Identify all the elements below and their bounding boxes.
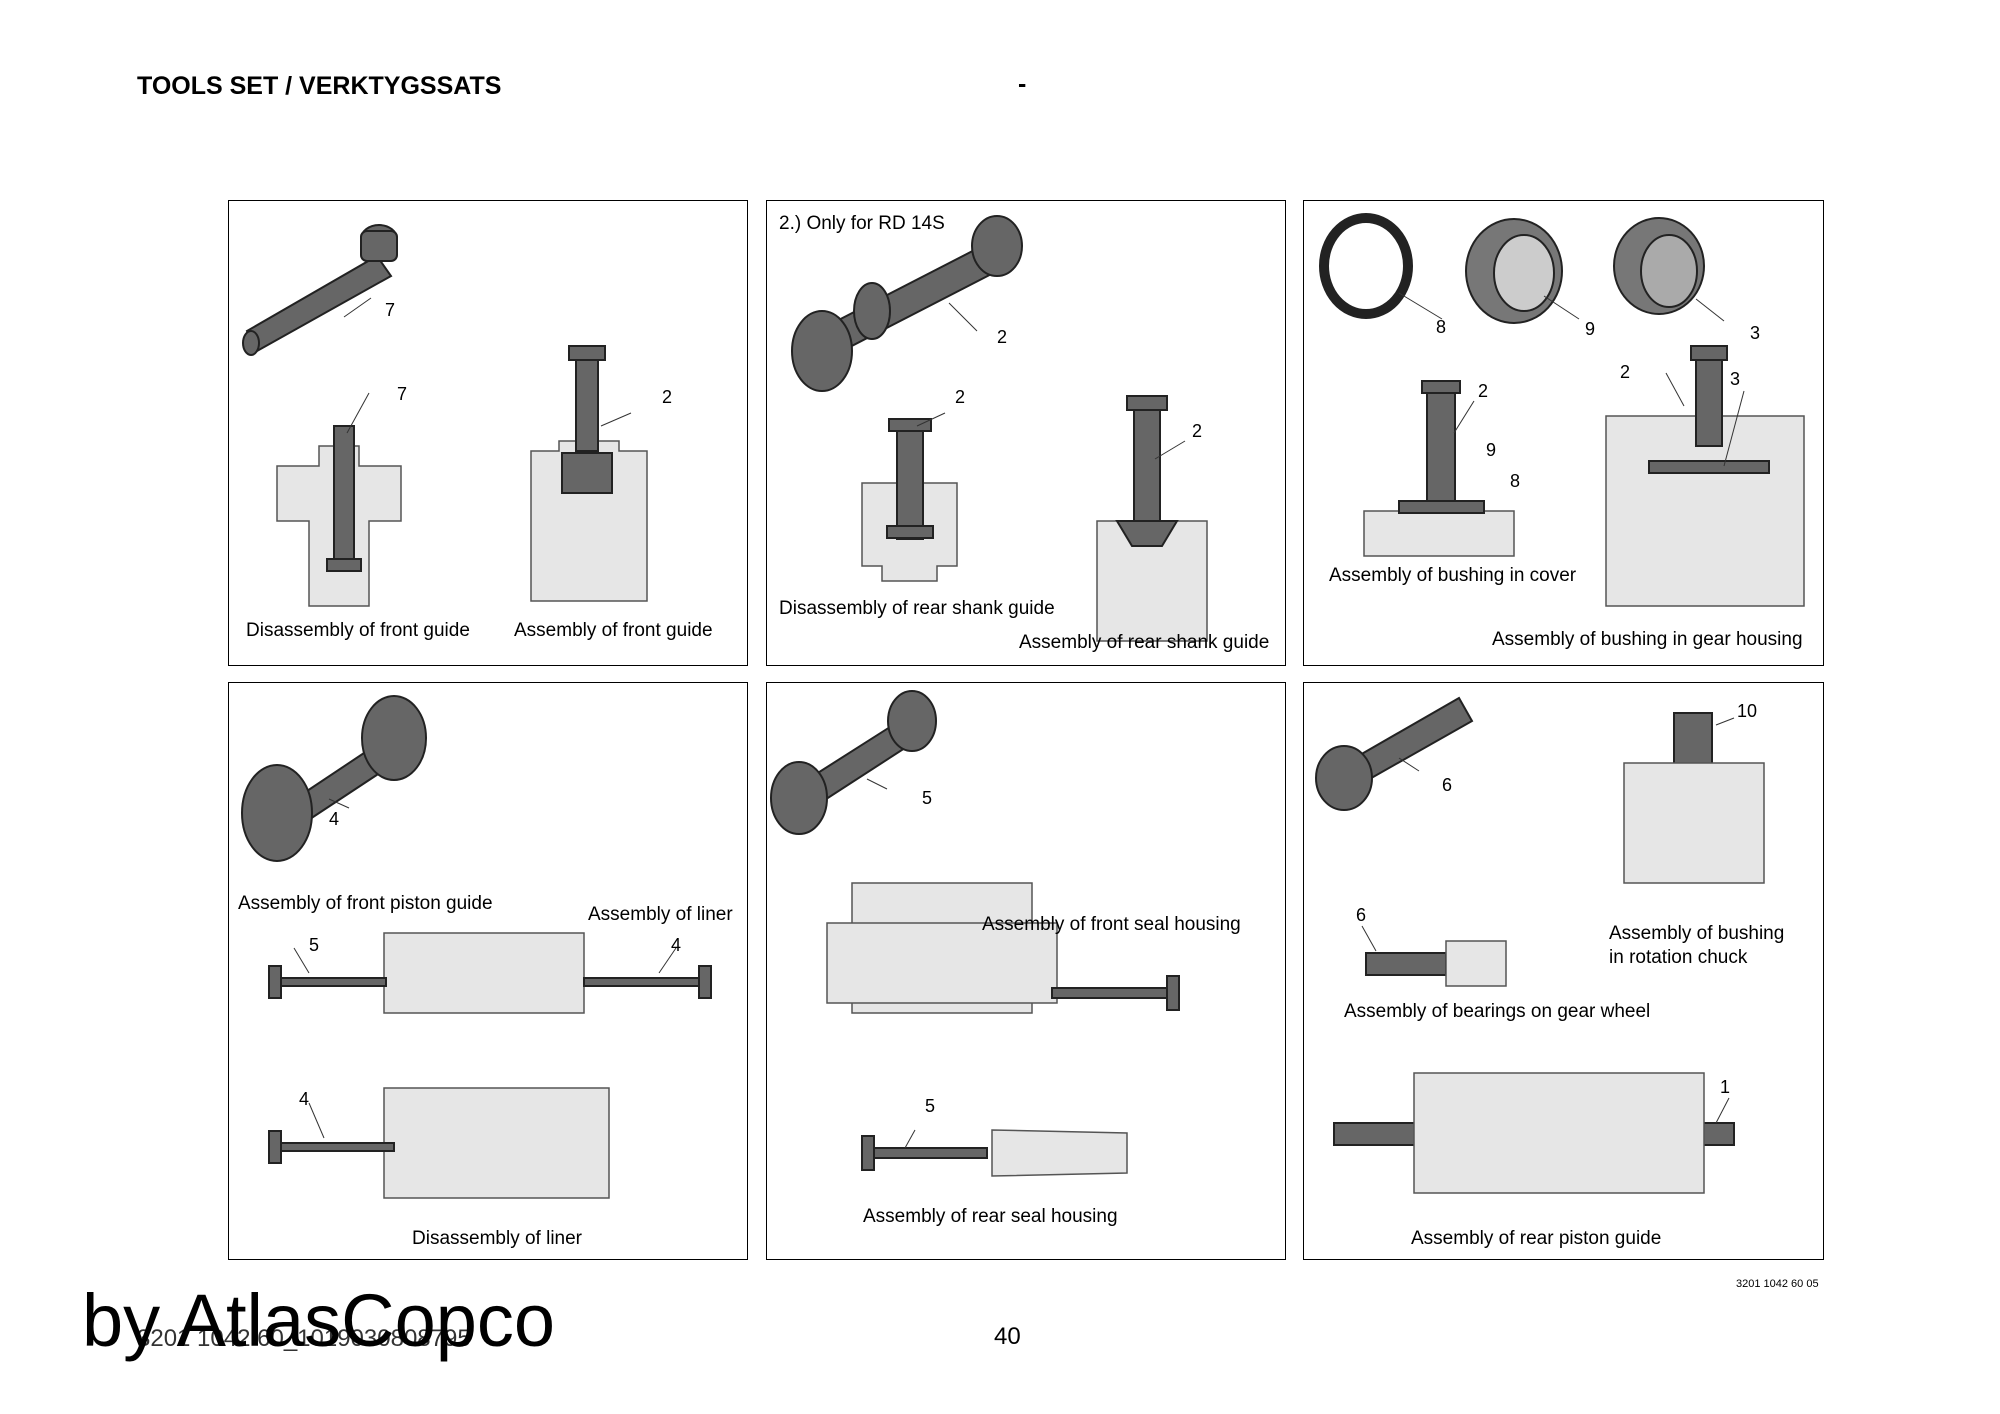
caption: in rotation chuck: [1609, 947, 1748, 968]
rear-shank-guide-illustration: [791, 215, 1208, 642]
document-title: TOOLS SET / VERKTYGSSATS: [137, 72, 502, 100]
watermark: by AtlasCopco: [82, 1279, 556, 1362]
part-label: 6: [1442, 775, 1453, 795]
part-label: 4: [299, 1089, 310, 1109]
part-label: 2: [1192, 421, 1203, 441]
part-label: 8: [1510, 471, 1521, 491]
document-id: 3201 1042 60_1019030808795: [137, 1325, 471, 1352]
seal-housing-illustration: [770, 690, 1180, 1177]
part-label: 6: [1356, 905, 1367, 925]
caption: Assembly of bushing: [1609, 923, 1785, 944]
panel-rear-shank-guide: 2.) Only for RD 14S 2 2 2 Disassembly of…: [766, 200, 1286, 666]
header-dash: -: [1018, 70, 1027, 98]
part-label: 9: [1486, 440, 1497, 460]
page-number: 40: [994, 1323, 1021, 1350]
caption: Disassembly of front guide: [246, 620, 470, 641]
rear-piston-guide-illustration: [1315, 696, 1765, 1194]
caption: Assembly of front seal housing: [982, 914, 1241, 935]
part-label: 5: [309, 935, 320, 955]
caption: Assembly of front piston guide: [238, 893, 493, 914]
part-label: 5: [922, 788, 933, 808]
part-label: 5: [925, 1096, 936, 1116]
part-label: 7: [385, 300, 396, 320]
figure-code: 3201 1042 60 05: [1736, 1278, 1819, 1290]
part-label: 7: [397, 384, 408, 404]
panel-rear-piston-guide: 6 10 6 1 Assembly of bushing in rotation…: [1303, 682, 1824, 1260]
part-label: 2: [997, 327, 1008, 347]
part-label: 2: [662, 387, 673, 407]
caption: Assembly of rear shank guide: [1019, 632, 1270, 653]
part-label: 4: [329, 809, 340, 829]
caption: Disassembly of liner: [412, 1228, 582, 1249]
caption: Disassembly of rear shank guide: [779, 598, 1055, 619]
caption: Assembly of rear seal housing: [863, 1206, 1118, 1227]
part-label: 4: [671, 935, 682, 955]
caption: Assembly of liner: [588, 904, 733, 925]
bushing-illustration: [1319, 213, 1805, 607]
part-label: 3: [1750, 323, 1761, 343]
part-label: 10: [1737, 701, 1758, 721]
part-label: 3: [1730, 369, 1741, 389]
part-label: 9: [1585, 319, 1596, 339]
part-label: 1: [1720, 1077, 1731, 1097]
front-guide-illustration: [242, 224, 648, 607]
caption: Assembly of front guide: [514, 620, 713, 641]
part-label: 8: [1436, 317, 1447, 337]
panel-seal-housing: 5 5 Assembly of front seal housing Assem…: [766, 682, 1286, 1260]
caption: Assembly of bushing in gear housing: [1492, 629, 1803, 650]
panel-piston-guide-liner: 4 5 4 4 Assembly of front piston guide A…: [228, 682, 748, 1260]
panel-bushing: 8 9 3 2 9 8 2 3 Assembly of bushing in c…: [1303, 200, 1824, 666]
caption: Assembly of bearings on gear wheel: [1344, 1001, 1651, 1022]
part-label: 2: [1478, 381, 1489, 401]
part-label: 2: [1620, 362, 1631, 382]
caption: Assembly of bushing in cover: [1329, 565, 1577, 586]
part-label: 2: [955, 387, 966, 407]
note: 2.) Only for RD 14S: [779, 213, 945, 234]
caption: Assembly of rear piston guide: [1411, 1228, 1662, 1249]
panel-front-guide: 7 7 2 Disassembly of front guide Assembl…: [228, 200, 748, 666]
piston-guide-liner-illustration: [241, 695, 712, 1199]
